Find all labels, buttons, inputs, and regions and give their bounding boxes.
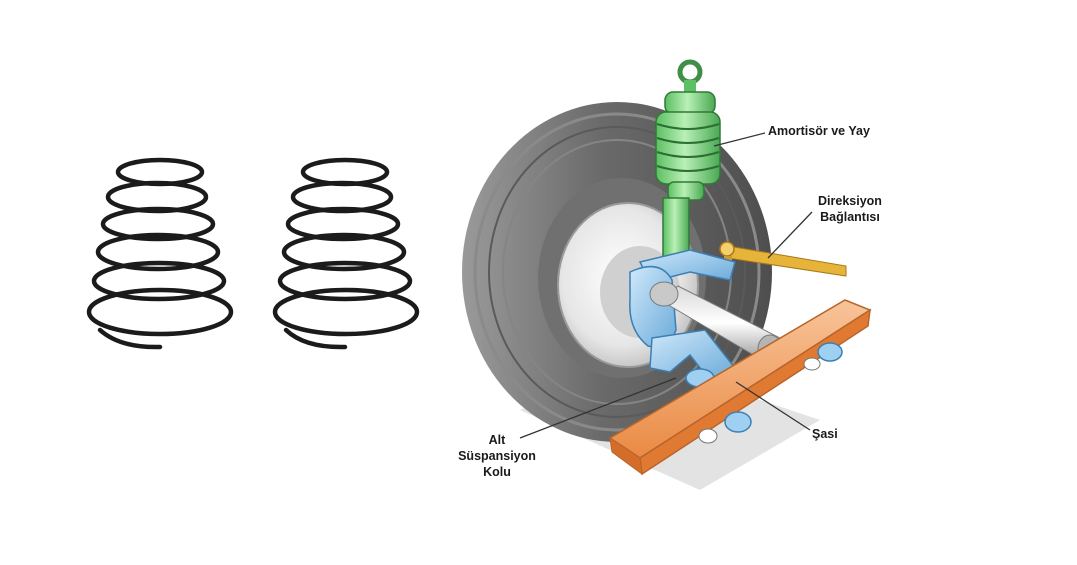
coil-spring-right-image [272, 157, 420, 350]
leader-lines [519, 132, 813, 439]
label-steering-link: Direksiyon Bağlantısı [810, 193, 890, 225]
label-lower-control-arm-line2: Süspansiyon [458, 449, 536, 463]
leader-line-chassis [735, 381, 811, 431]
shock-absorber-shape [655, 59, 721, 261]
leader-line-steering [767, 211, 813, 259]
coil-spring-left-image [86, 157, 234, 350]
suspension-assembly-image [462, 59, 872, 490]
label-steering-link-line2: Bağlantısı [820, 210, 880, 224]
label-lower-control-arm-line1: Alt [488, 433, 506, 447]
label-chassis: Şasi [812, 427, 838, 441]
label-lower-control-arm: Alt Süspansiyon Kolu [452, 432, 542, 480]
label-lower-control-arm-line3: Kolu [483, 465, 511, 479]
leader-line-lower-arm [519, 377, 677, 439]
label-shock-and-spring: Amortisör ve Yay [768, 124, 870, 138]
leader-line-shock [713, 132, 766, 147]
chassis-frame-shape [608, 299, 872, 476]
label-steering-link-line1: Direksiyon [818, 194, 882, 208]
